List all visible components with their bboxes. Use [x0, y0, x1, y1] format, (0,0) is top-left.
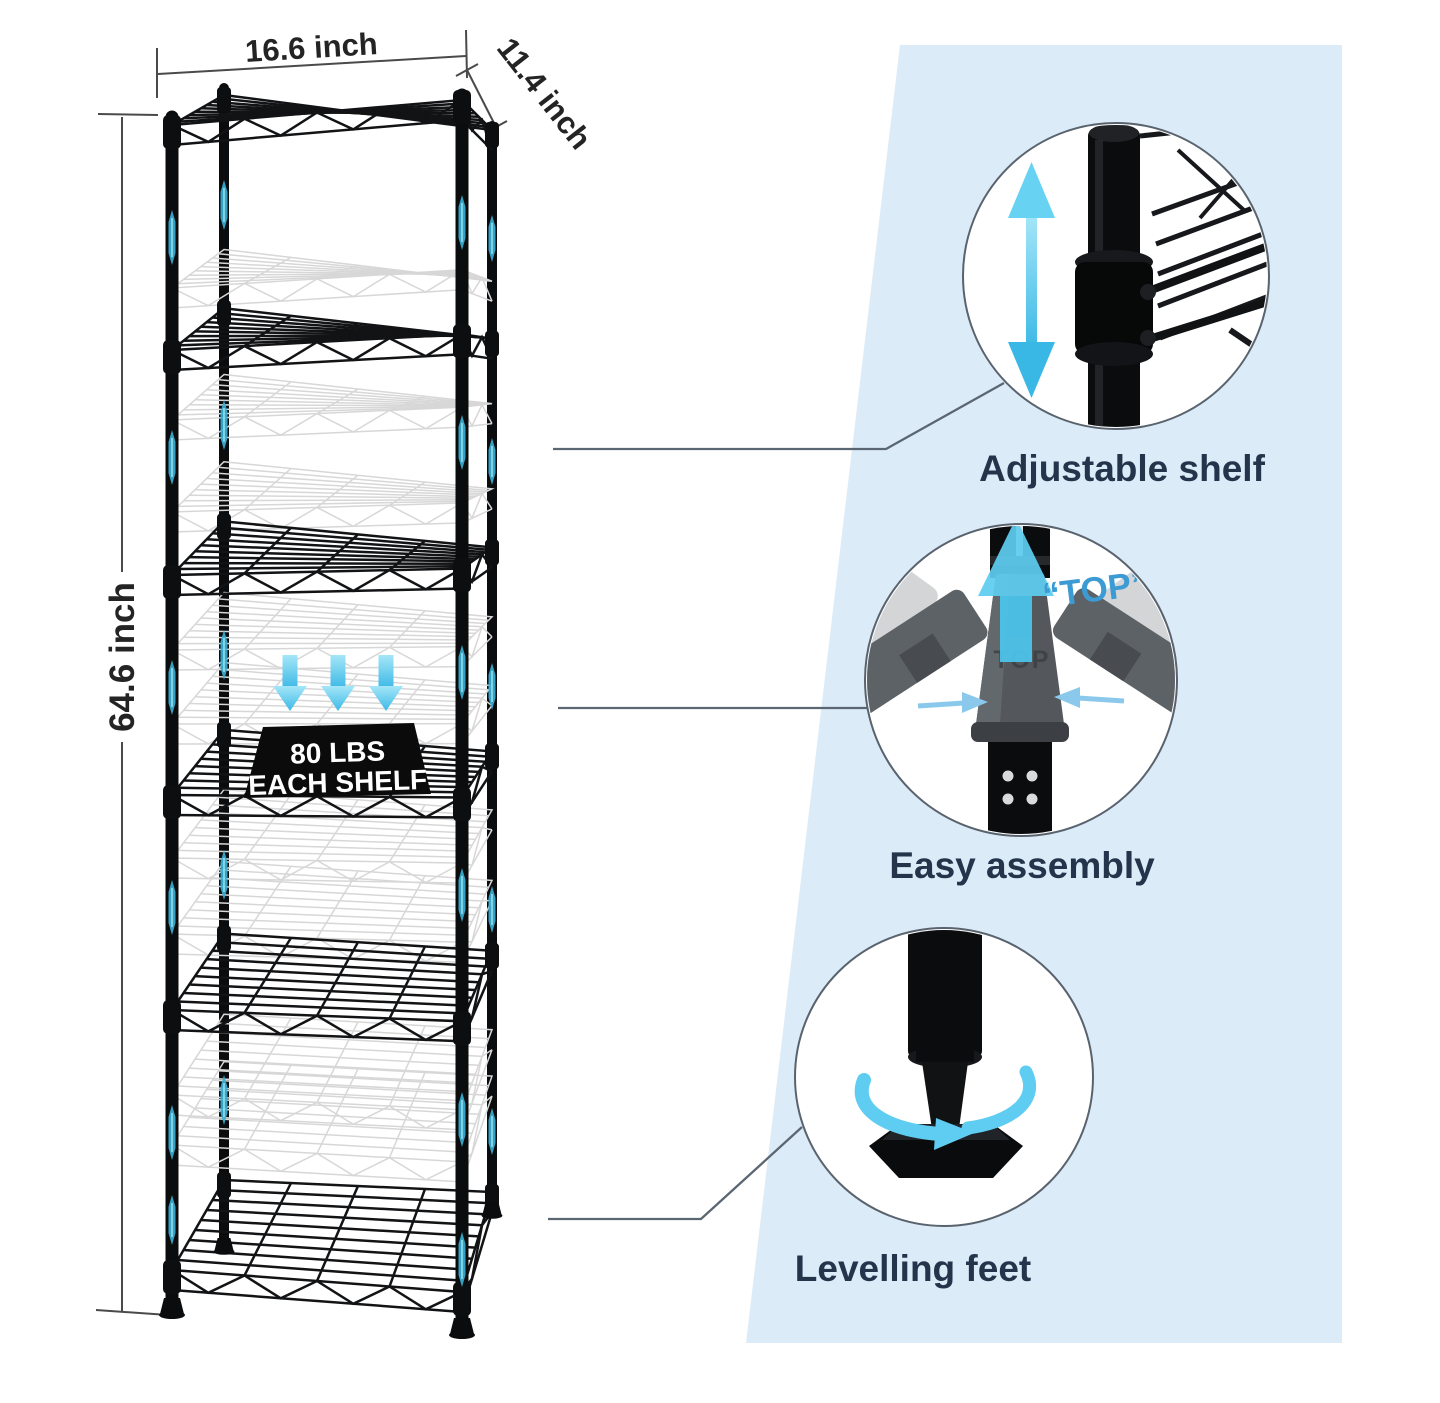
callout-adjustable-shelf: Adjustable shelf: [962, 122, 1270, 489]
capacity-sign-line2: EACH SHELF: [248, 764, 428, 801]
shelf-collar: [163, 115, 181, 149]
feature-label-levelling-feet: Levelling feet: [795, 1248, 1031, 1289]
shelf-collar: [163, 340, 181, 374]
connector-line-levelling-feet: [548, 1126, 803, 1221]
feature-label-easy-assembly: Easy assembly: [889, 845, 1155, 886]
depth-dimension-label: 11.4 inch: [490, 31, 598, 156]
easy-assembly-illustration: TOP “TOP”: [867, 526, 1175, 834]
wire-shelving-unit: [159, 83, 503, 1339]
height-dimension-label: 64.6 inch: [103, 582, 142, 732]
post-foot: [214, 1238, 234, 1251]
wire-shelf: [169, 1178, 494, 1314]
shelf-collar: [163, 565, 181, 599]
wire-shelf: [168, 306, 494, 372]
levelling-feet-illustration: [854, 930, 1037, 1178]
shelf-collar: [453, 1011, 471, 1046]
adjust-up-down-arrow-icon: [1008, 162, 1055, 398]
ghost-shelf: [170, 788, 494, 884]
shelf-collar: [485, 942, 499, 969]
shelf-collar: [163, 1000, 181, 1034]
capacity-sign: 80 LBS EACH SHELF: [244, 723, 431, 801]
shelf-collar: [485, 539, 499, 566]
shelf-collar: [485, 330, 499, 357]
shelf-collar: [217, 1172, 231, 1198]
feature-label-adjustable-shelf: Adjustable shelf: [979, 448, 1265, 489]
callout-connector-lines: [548, 381, 1005, 1221]
shelf-collar: [217, 87, 231, 113]
pole-leg: [908, 930, 982, 1057]
dimension-annotations: [95, 29, 508, 1316]
connector-line-adjustable-shelf: [553, 381, 1005, 451]
shelf-collar: [217, 513, 231, 540]
ghost-shelf: [170, 1060, 494, 1183]
width-dimension-label: 16.6 inch: [244, 26, 379, 69]
post-foot: [160, 1298, 184, 1314]
callout-easy-assembly: TOP “TOP” Easy assembly: [864, 523, 1178, 886]
post-foot: [482, 1202, 502, 1215]
shelf-collar: [163, 785, 181, 819]
pole-bottom: [988, 742, 1052, 834]
shelf-collar: [217, 721, 231, 748]
shelf-collar: [453, 324, 471, 359]
rotate-arrow-icon: [854, 1065, 1037, 1141]
post-foot: [450, 1318, 474, 1334]
shelf-collar: [217, 925, 231, 952]
wire-shelf: [169, 932, 494, 1043]
capacity-sign-line1: 80 LBS: [290, 735, 386, 769]
ghost-shelf: [169, 248, 493, 309]
shelf-collar: [217, 300, 231, 327]
shelf-sleeve: [1075, 262, 1153, 354]
shelf-collar: [453, 558, 471, 593]
shelf-collar: [485, 122, 499, 148]
load-arrows-icon: [273, 655, 403, 711]
ghost-shelf: [169, 373, 493, 441]
shelf-collar: [453, 787, 471, 822]
shelf-collar: [163, 1260, 181, 1294]
top-direction-arrow-icon: [978, 526, 1054, 662]
shelf-collar: [453, 1282, 471, 1316]
shelf-collar: [453, 90, 471, 124]
snap-in-arrow-icons: [917, 687, 1125, 713]
shelf-collar: [485, 743, 499, 770]
wire-shelf: [168, 520, 496, 597]
callout-levelling-feet: Levelling feet: [794, 927, 1094, 1289]
